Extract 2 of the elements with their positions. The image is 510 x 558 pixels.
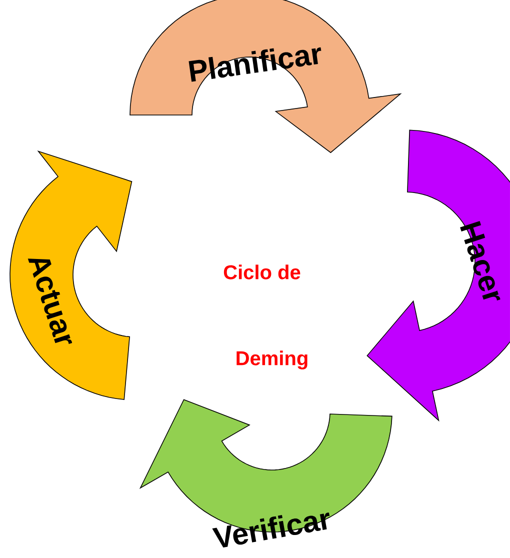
center-text: Ciclo de xyxy=(224,264,300,280)
center-text: Deming xyxy=(236,350,308,370)
